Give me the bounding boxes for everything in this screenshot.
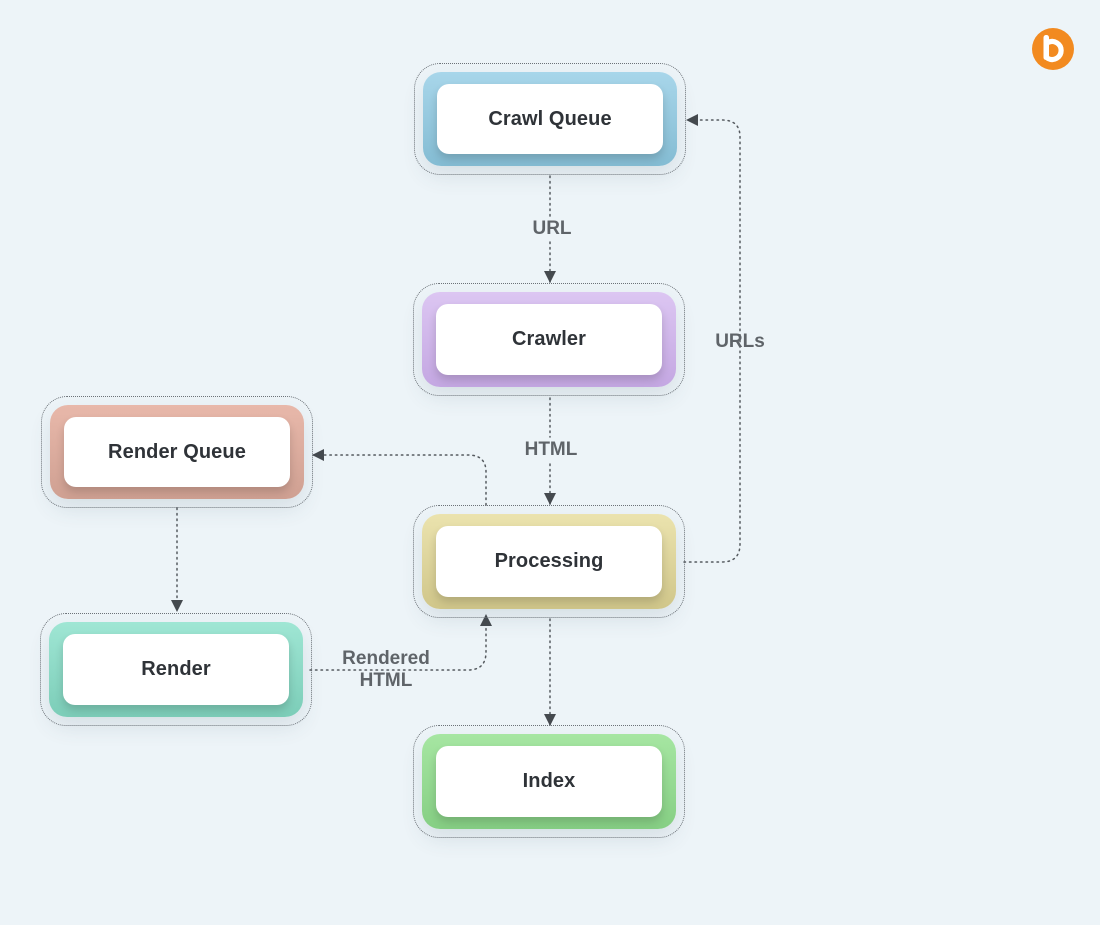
- node-label-index: Index: [522, 770, 576, 792]
- node-label-processing: Processing: [494, 550, 604, 572]
- node-processing: Processing: [413, 505, 685, 618]
- node-label-crawler: Crawler: [511, 328, 587, 350]
- node-card: Crawl Queue: [437, 84, 663, 154]
- node-render: Render: [40, 613, 312, 726]
- node-label-render: Render: [141, 658, 211, 680]
- brand-logo-icon: [1032, 28, 1074, 70]
- node-crawler: Crawler: [413, 283, 685, 396]
- edge-render-to-processing: [309, 613, 492, 671]
- node-label-crawl-queue: Crawl Queue: [488, 107, 612, 130]
- node-card: Index: [436, 746, 662, 817]
- edge-label-rendered: Rendered: [342, 648, 430, 669]
- node-card: Render Queue: [64, 417, 290, 487]
- node-index: Index: [413, 725, 685, 838]
- node-crawl-queue: Crawl Queue: [414, 63, 686, 175]
- edge-label-rendered-html-word: HTML: [359, 670, 413, 691]
- edge-processing-to-crawlqueue: [683, 114, 741, 563]
- edge-processing-to-renderqueue: [311, 449, 487, 506]
- node-render-queue: Render Queue: [41, 396, 313, 508]
- node-label-render-queue: Render Queue: [108, 440, 246, 463]
- node-card: Crawler: [436, 304, 662, 375]
- edge-label-urls: URLs: [715, 331, 765, 352]
- node-card: Render: [63, 634, 289, 705]
- edge-label-url: URL: [532, 218, 572, 239]
- edge-label-html: HTML: [524, 439, 578, 460]
- node-card: Processing: [436, 526, 662, 597]
- edge-label-rendered-html: Rendered HTML: [330, 648, 442, 692]
